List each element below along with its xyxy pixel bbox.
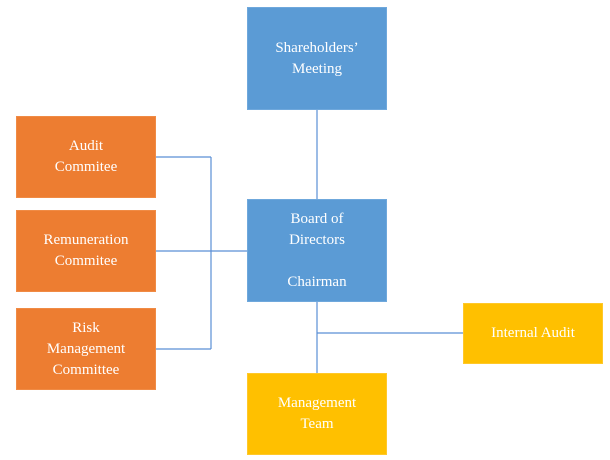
audit-committee-node: Audit Commitee	[16, 116, 156, 198]
shareholders-meeting-node: Shareholders’ Meeting	[247, 7, 387, 110]
internal-audit-node: Internal Audit	[463, 303, 603, 364]
remuneration-committee-node: Remuneration Commitee	[16, 210, 156, 292]
management-team-node: Management Team	[247, 373, 387, 455]
board-of-directors-node: Board of Directors Chairman	[247, 199, 387, 302]
risk-management-committee-node: Risk Management Committee	[16, 308, 156, 390]
